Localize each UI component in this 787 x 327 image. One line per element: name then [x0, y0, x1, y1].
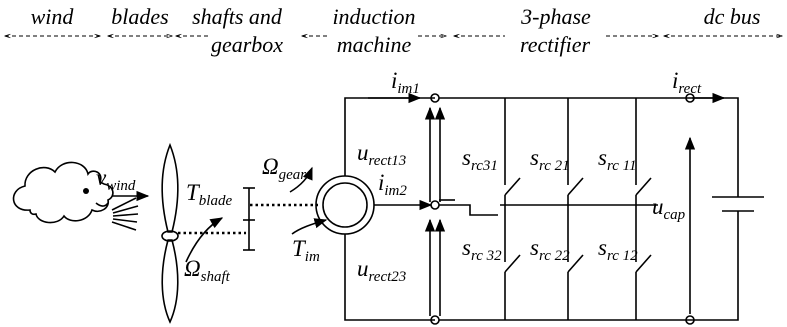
rectifier-circuit: [439, 97, 712, 321]
section-shafts: shafts and: [192, 4, 283, 29]
s-rc11-label: src 11: [598, 145, 637, 174]
section-3phase: 3-phase: [520, 4, 591, 29]
t-im-label: Tim: [292, 236, 320, 265]
s-rc31-label: src31: [462, 145, 498, 174]
section-wind: wind: [31, 4, 75, 29]
v-wind-label: vwind: [96, 165, 136, 194]
machine-wiring: [344, 92, 435, 321]
omega-gear-label: Ωgear: [262, 154, 306, 183]
section-gearbox: gearbox: [211, 32, 283, 57]
u-rect23-label: urect23: [357, 256, 406, 285]
t-blade-arrow: [185, 217, 224, 263]
section-rectifier: rectifier: [520, 32, 590, 57]
turbine-blades-icon: [161, 142, 179, 324]
u-rect13-label: urect13: [357, 140, 406, 169]
i-im1-label: iim1: [391, 68, 420, 97]
omega-shaft-label: Ωshaft: [184, 256, 231, 285]
section-machine: machine: [337, 32, 412, 57]
s-rc22-label: src 22: [530, 235, 570, 264]
induction-machine-icon: [315, 175, 375, 235]
wind-cloud-icon: [12, 161, 139, 231]
t-blade-label: Tblade: [186, 180, 232, 209]
omega-gear-arrow: [289, 166, 313, 193]
u-cap-label: ucap: [652, 194, 686, 223]
dc-terminal-bottom: [685, 315, 695, 325]
section-blades: blades: [111, 4, 168, 29]
dc-capacitor-icon: [712, 97, 764, 321]
s-rc32-label: src 32: [462, 235, 502, 264]
i-im2-label: iim2: [378, 170, 407, 199]
i-rect-label: irect: [672, 68, 702, 97]
section-headers: wind blades shafts and gearbox induction…: [5, 4, 782, 57]
section-induction: induction: [332, 4, 415, 29]
section-dcbus: dc bus: [704, 4, 761, 29]
t-im-arrow: [291, 218, 328, 235]
s-rc12-label: src 12: [598, 235, 638, 264]
s-rc21-label: src 21: [530, 145, 570, 174]
gearbox-icon: [243, 187, 255, 251]
terminal-2: [430, 200, 440, 210]
